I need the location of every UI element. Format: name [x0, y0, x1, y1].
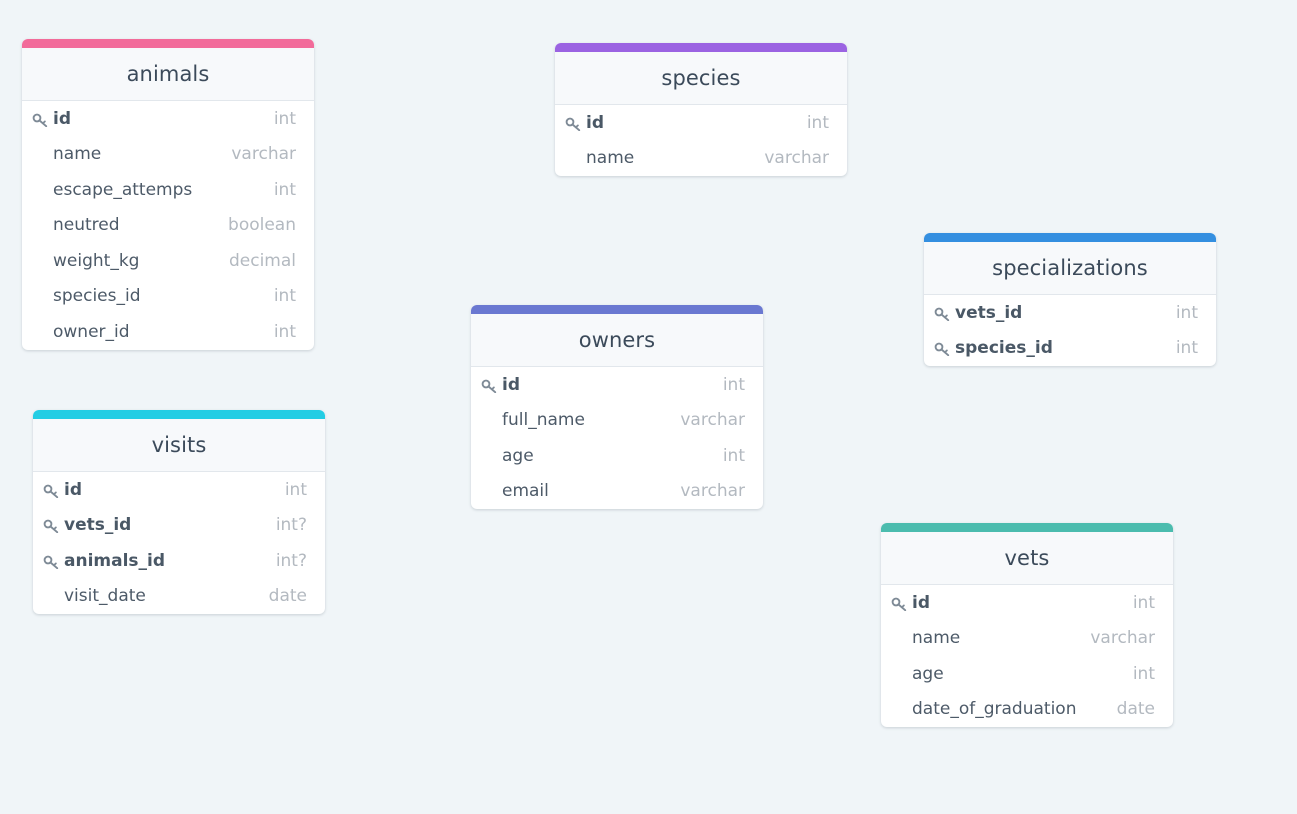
field-type: int?: [275, 550, 307, 571]
field-type: varchar: [680, 410, 745, 431]
key-icon: [43, 483, 60, 498]
field-name: owner_id: [53, 321, 130, 342]
table-species[interactable]: species id int name varchar: [555, 43, 847, 176]
field-row[interactable]: vets_id int: [924, 295, 1216, 331]
field-row[interactable]: id int: [471, 367, 763, 403]
field-name: vets_id: [64, 515, 132, 536]
field-name: species_id: [53, 286, 141, 307]
field-type: int: [273, 179, 296, 200]
field-type: int: [284, 479, 307, 500]
key-icon: [43, 518, 60, 534]
field-type: boolean: [228, 215, 296, 236]
field-type: int: [722, 445, 745, 466]
field-row[interactable]: species_id int: [22, 279, 314, 315]
field-name: age: [912, 663, 944, 684]
field-row[interactable]: neutred boolean: [22, 208, 314, 244]
field-type: date: [268, 586, 307, 607]
field-name: id: [502, 374, 520, 395]
field-name: weight_kg: [53, 250, 140, 271]
field-row[interactable]: name varchar: [881, 621, 1173, 657]
field-type: varchar: [231, 144, 296, 165]
key-icon: [565, 116, 582, 131]
field-row[interactable]: email varchar: [471, 474, 763, 510]
field-row[interactable]: id int: [555, 105, 847, 141]
field-name: name: [586, 148, 635, 169]
field-name: neutred: [53, 215, 120, 236]
key-icon: [934, 341, 951, 357]
key-icon: [481, 378, 498, 393]
table-title: visits: [151, 433, 207, 457]
field-row[interactable]: weight_kg decimal: [22, 243, 314, 279]
field-type: int: [1132, 592, 1155, 613]
field-type: decimal: [228, 250, 296, 271]
field-type: int?: [275, 515, 307, 536]
field-type: int: [806, 112, 829, 133]
field-type: int: [1175, 338, 1198, 359]
field-name: date_of_graduation: [912, 699, 1077, 720]
field-row[interactable]: name varchar: [22, 137, 314, 173]
field-name: id: [912, 592, 930, 613]
field-name: email: [502, 481, 549, 502]
field-name: age: [502, 445, 534, 466]
table-vets[interactable]: vets id int name varchar age int date_of_gradua…: [881, 523, 1173, 727]
field-row[interactable]: species_id int: [924, 331, 1216, 367]
field-name: name: [912, 628, 961, 649]
field-type: varchar: [1090, 628, 1155, 649]
field-type: int: [273, 286, 296, 307]
field-row[interactable]: owner_id int: [22, 314, 314, 350]
field-row[interactable]: date_of_graduation date: [881, 692, 1173, 728]
field-row[interactable]: id int: [22, 101, 314, 137]
table-title: owners: [578, 328, 656, 352]
field-row[interactable]: id int: [33, 472, 325, 508]
field-row[interactable]: visit_date date: [33, 579, 325, 615]
table-title: specializations: [992, 256, 1148, 280]
field-name: id: [64, 479, 82, 500]
field-row[interactable]: name varchar: [555, 141, 847, 177]
field-row[interactable]: age int: [471, 438, 763, 474]
table-header: owners: [471, 305, 763, 367]
table-header: vets: [881, 523, 1173, 585]
table-visits[interactable]: visits id int vets_id int? animals_id int? visi…: [33, 410, 325, 614]
table-title: vets: [1004, 546, 1050, 570]
field-name: escape_attemps: [53, 179, 193, 200]
field-name: full_name: [502, 410, 585, 431]
field-type: int: [1175, 302, 1198, 323]
field-name: name: [53, 144, 102, 165]
table-header: species: [555, 43, 847, 105]
field-name: id: [53, 108, 71, 129]
field-type: date: [1116, 699, 1155, 720]
table-header: visits: [33, 410, 325, 472]
field-row[interactable]: escape_attemps int: [22, 172, 314, 208]
key-icon: [891, 596, 908, 611]
field-type: varchar: [764, 148, 829, 169]
field-name: species_id: [955, 338, 1053, 359]
field-name: id: [586, 112, 604, 133]
field-type: int: [1132, 663, 1155, 684]
field-name: vets_id: [955, 302, 1023, 323]
field-type: int: [273, 108, 296, 129]
table-header: specializations: [924, 233, 1216, 295]
key-icon: [43, 554, 60, 569]
table-header: animals: [22, 39, 314, 101]
key-icon: [934, 306, 951, 321]
field-type: int: [722, 374, 745, 395]
field-row[interactable]: full_name varchar: [471, 403, 763, 439]
key-icon: [32, 112, 49, 127]
field-name: visit_date: [64, 586, 146, 607]
field-type: varchar: [680, 481, 745, 502]
table-title: species: [661, 66, 741, 90]
table-title: animals: [126, 62, 210, 86]
field-row[interactable]: age int: [881, 656, 1173, 692]
field-row[interactable]: animals_id int?: [33, 543, 325, 579]
field-row[interactable]: id int: [881, 585, 1173, 621]
field-name: animals_id: [64, 550, 166, 571]
field-type: int: [273, 321, 296, 342]
field-row[interactable]: vets_id int?: [33, 508, 325, 544]
